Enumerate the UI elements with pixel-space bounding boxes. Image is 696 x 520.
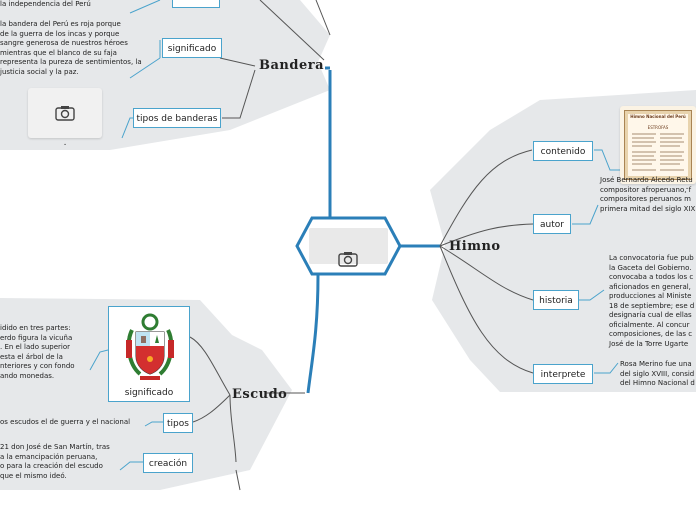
himno-historia-text: La convocatoria fue pub la Gaceta del Go… [609,254,695,348]
himno-contenido-image-subtitle: ESTROFAS [647,125,669,130]
bandera-tipos-image[interactable] [28,88,102,138]
bandera-title[interactable]: Bandera [259,58,324,73]
himno-title[interactable]: Himno [449,239,501,254]
himno-interprete-text: Rosa Merino fue una del siglo XVIII, con… [620,360,695,387]
himno-historia-node[interactable]: historia [533,290,579,310]
coat-of-arms-image [126,313,174,380]
himno-interprete-node[interactable]: interprete [533,364,593,384]
escudo-tipos-node[interactable]: tipos [163,413,193,433]
himno-contenido-caption: . [685,182,689,192]
bandera-tipos-caption: . [63,138,67,148]
escudo-title[interactable]: Escudo [232,387,288,402]
bandera-top-box[interactable] [172,0,220,8]
bandera-significado-text: la bandera del Perú es roja porque de la… [0,20,142,76]
bandera-tipos-node[interactable]: tipos de banderas [133,108,221,128]
central-node [295,216,402,276]
himno-contenido-image-title: Himno Nacional del Perú [630,114,686,119]
lyrics-lines [632,133,684,171]
escudo-significado-card[interactable]: significado [108,306,190,402]
camera-icon [55,106,75,121]
escudo-creacion-text: 21 don José de San Martín, tras a la ema… [0,443,110,480]
escudo-tipos-text: os escudos el de guerra y el nacional [0,418,131,426]
camera-icon [338,251,358,271]
bandera-intro-text: la independencia del Perú [0,0,91,8]
himno-autor-node[interactable]: autor [533,214,571,234]
bandera-significado-node[interactable]: significado [162,38,222,58]
himno-contenido-image[interactable]: Himno Nacional del Perú ESTROFAS [620,106,696,184]
himno-contenido-node[interactable]: contenido [533,141,593,161]
escudo-significado-caption: significado [124,388,174,398]
himno-autor-text: José Bernardo Alcedo Retu compositor afr… [600,176,696,213]
escudo-creacion-node[interactable]: creación [143,453,193,473]
escudo-significado-text: idido en tres partes: erdo figura la vic… [0,324,75,380]
